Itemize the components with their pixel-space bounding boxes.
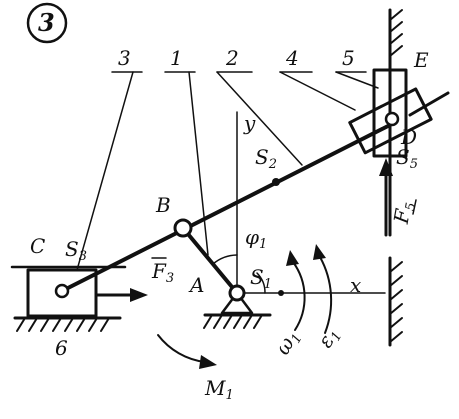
joint-A: [228, 284, 246, 302]
F5-overbar: [412, 199, 417, 215]
label-M1: M1: [204, 376, 234, 403]
force-F5-arrow: [379, 158, 393, 237]
point-S2: [272, 178, 280, 186]
label-link-2: 2: [225, 46, 239, 70]
figure-number-badge: 3: [26, 2, 68, 44]
leader-3: [76, 71, 134, 271]
force-F3-arrow: [94, 288, 148, 302]
label-S3: S3: [65, 237, 87, 264]
leader-1: [188, 71, 209, 256]
point-S1: [278, 290, 284, 296]
joint-C: [54, 283, 70, 299]
label-point-B: B: [155, 193, 171, 217]
label-phi1: φ1: [245, 225, 267, 252]
ground-support-A: [203, 291, 272, 329]
label-F5: F5: [389, 199, 420, 227]
label-link-1: 1: [170, 46, 183, 70]
label-S1: S1: [250, 265, 272, 292]
epsilon1-arrow: [313, 244, 333, 334]
slider-C: [26, 268, 98, 318]
link-3-rod: [60, 123, 392, 293]
label-link-3: 3: [118, 46, 131, 70]
label-axis-x: x: [350, 273, 361, 297]
rod-extension: [408, 91, 450, 117]
label-S5: S5: [396, 145, 418, 172]
moment-M1-arrow: [157, 334, 217, 369]
label-point-E: E: [413, 48, 429, 72]
ground-rail-6: [10, 265, 127, 332]
joint-D: [384, 111, 400, 127]
label-link-5: 5: [342, 46, 355, 70]
label-omega1: ω1: [270, 325, 306, 360]
leader-4: [279, 71, 356, 111]
link-1-crank: [181, 226, 239, 295]
slider-5: [372, 68, 408, 158]
joint-B: [173, 218, 193, 238]
label-link-6: 6: [55, 336, 68, 360]
label-axis-y: y: [243, 111, 256, 135]
angle-arc-x: [256, 272, 266, 294]
label-point-D: D: [400, 125, 417, 149]
label-epsilon1: ε1: [313, 323, 346, 353]
phi1-arc: [212, 254, 238, 265]
vertical-guide-lower: [388, 256, 403, 347]
leader-2: [216, 71, 303, 166]
label-point-A: A: [188, 273, 204, 297]
slider-4-block: [348, 87, 433, 155]
label-F3: F3: [151, 259, 174, 286]
omega1-arrow: [286, 250, 306, 331]
leader-5: [335, 71, 379, 89]
label-link-4: 4: [285, 46, 299, 70]
figure-number: 3: [38, 8, 55, 37]
label-S2: S2: [255, 145, 277, 172]
label-point-C: C: [30, 234, 45, 258]
